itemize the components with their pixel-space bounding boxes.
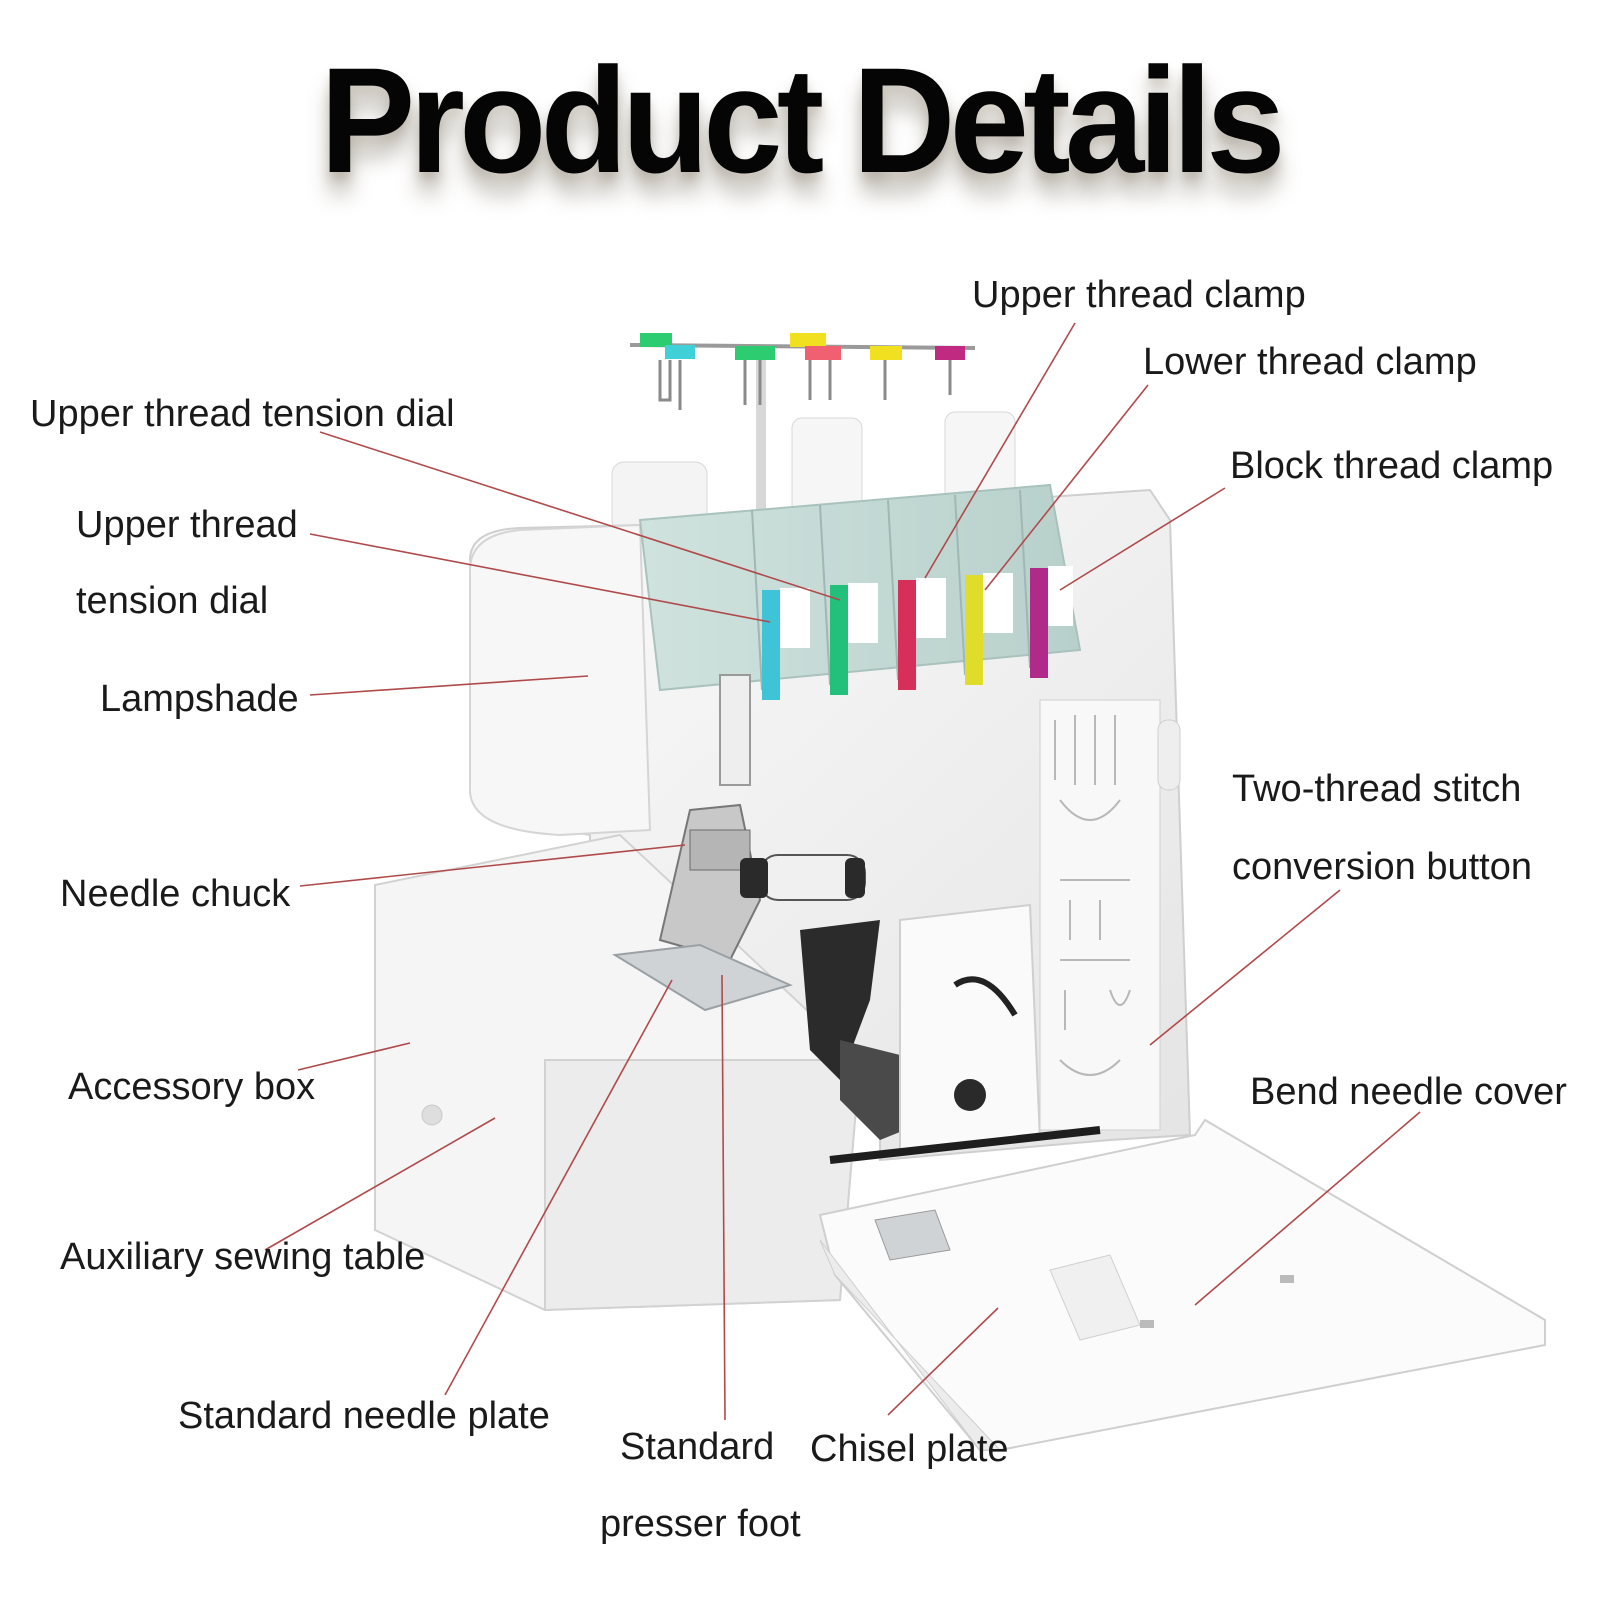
tension-dials [762,566,1073,700]
label-standard-presser-foot-line2: presser foot [600,1503,801,1545]
leader-upper-thread-tension-dial-2 [309,533,771,623]
label-lampshade: Lampshade [100,678,299,720]
label-lower-thread-clamp: Lower thread clamp [1143,341,1477,383]
leader-lines [264,322,1421,1421]
needle-plate-shape [612,943,793,1012]
side-knob [1157,719,1181,791]
label-auxiliary-sewing-table: Auxiliary sewing table [60,1236,426,1278]
tension-dividers [751,489,1031,691]
label-upper-thread-tension-dial-2-line2: tension dial [76,580,269,622]
leader-standard-presser-foot [721,974,726,1421]
label-two-thread-line1: Two-thread stitch [1232,768,1522,810]
leader-lampshade [309,675,589,696]
bend-needle-cover-shape [818,1118,1546,1451]
label-needle-chuck: Needle chuck [60,873,291,915]
label-upper-thread-clamp: Upper thread clamp [972,274,1306,316]
label-standard-presser-foot-line1: Standard [620,1426,775,1468]
leader-chisel-plate [887,1307,999,1416]
leader-standard-needle-plate [444,979,673,1396]
leader-block-thread-clamp [1059,487,1226,591]
label-standard-needle-plate: Standard needle plate [178,1395,550,1437]
label-block-thread-clamp: Block thread clamp [1230,445,1554,487]
leader-accessory-box [297,1042,411,1071]
lampshade-shape [469,523,652,837]
leader-two-thread [1149,889,1341,1046]
threading-chart [1039,699,1161,1131]
label-upper-thread-tension-dial-1: Upper thread tension dial [30,393,455,435]
leader-lower-thread-clamp [984,384,1149,591]
label-bend-needle-cover: Bend needle cover [1250,1071,1567,1113]
label-chisel-plate: Chisel plate [810,1428,1009,1470]
label-upper-thread-tension-dial-2-line1: Upper thread [76,504,298,546]
needle-mechanism [658,674,1101,1164]
label-accessory-box: Accessory box [68,1066,316,1108]
leader-upper-thread-tension-dial-1 [319,431,841,601]
leader-bend-needle-cover [1194,1111,1421,1306]
leader-auxiliary-sewing-table [264,1117,496,1251]
leader-upper-thread-clamp [924,322,1076,579]
thread-cones [611,411,1016,533]
leader-needle-chuck [299,844,686,887]
label-two-thread-line2: conversion button [1232,846,1532,888]
page-title: Product Details [320,36,1285,204]
thread-stand [629,333,976,550]
